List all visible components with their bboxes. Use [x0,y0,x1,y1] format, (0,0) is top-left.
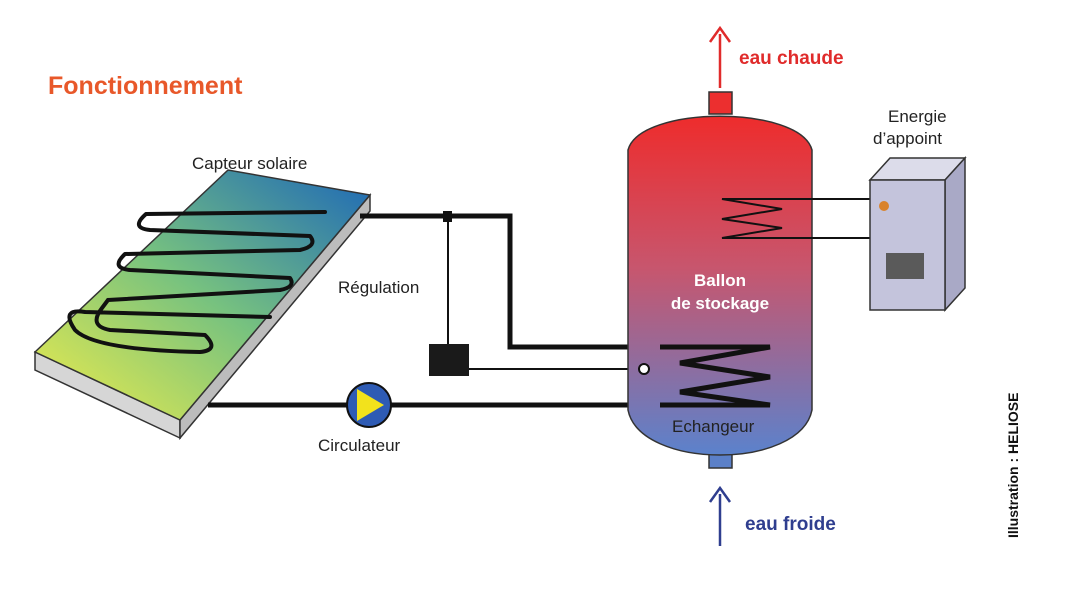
regulation-label: Régulation [338,278,419,297]
appoint-display [886,253,924,279]
hot-supply-pipe [360,213,660,350]
backup-heater-coil [721,198,870,239]
tank-top-nozzle [708,91,733,115]
capteur-label: Capteur solaire [192,154,307,173]
eau-froide-label: eau froide [745,514,836,535]
exchanger-coil [660,344,771,408]
appoint-indicator-light [879,201,889,211]
ballon-label-line2: de stockage [671,294,769,313]
circulateur-label: Circulateur [318,436,401,455]
ballon-label-line1: Ballon [694,271,746,290]
page-title: Fonctionnement [48,72,243,100]
regulation-unit [429,211,640,376]
illustration-credit: Illustration : HELIOSE [1005,393,1021,538]
tank-body [627,115,813,456]
cold-water-arrow-icon [708,485,732,546]
appoint-side-face [944,156,966,312]
collector-serpentine-tube [67,210,327,354]
storage-tank [627,91,870,469]
hot-water-arrow-icon [708,25,732,88]
circulator-pump-icon [346,382,392,428]
energie-label-line2: d’appoint [873,129,942,148]
tank-sensor [638,363,650,375]
solar-collector [33,169,372,441]
echangeur-label: Echangeur [672,417,755,436]
regulation-box [429,344,469,376]
backup-energy-unit [868,156,967,312]
eau-chaude-label: eau chaude [739,48,844,69]
appoint-front-face [869,179,946,311]
energie-label-line1: Energie [888,107,947,126]
